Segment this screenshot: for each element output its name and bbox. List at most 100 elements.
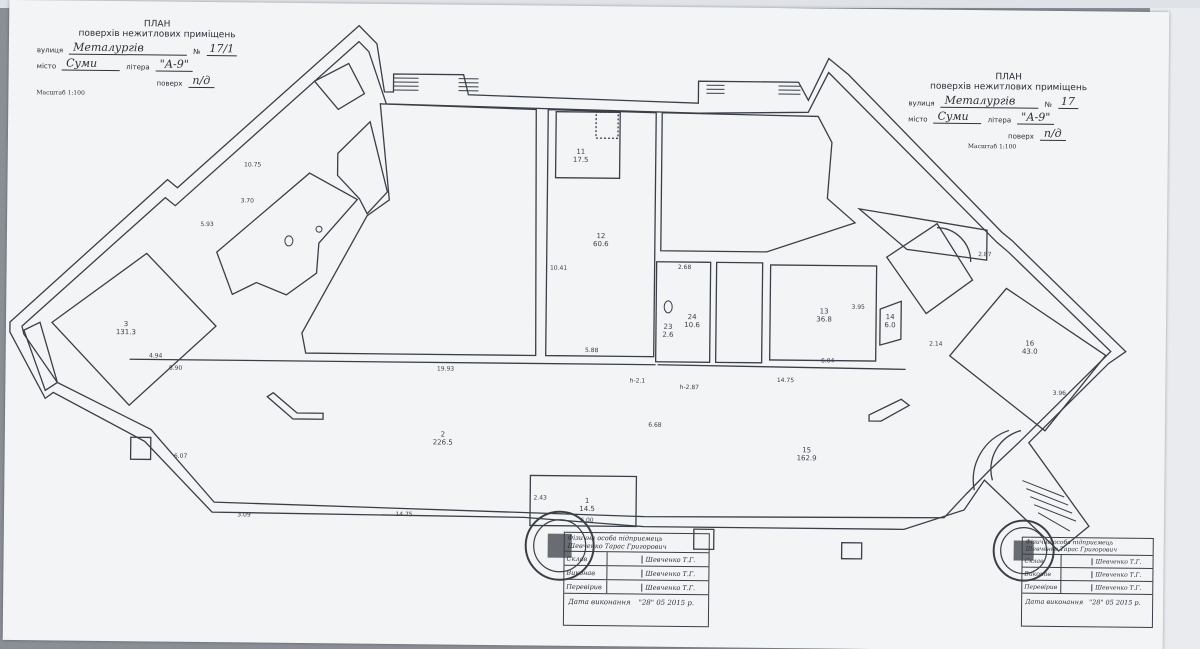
room-3-wall <box>51 252 217 407</box>
room-24-number: 24 <box>688 313 698 321</box>
room-wall <box>313 62 366 111</box>
signature-mark <box>606 552 642 566</box>
signature-name: Шевченко Т.Г. <box>641 555 696 564</box>
signature-name: Шевченко Т.Г. <box>1091 570 1142 579</box>
signature-mark <box>606 566 642 580</box>
room-14-area: 6.0 <box>884 321 895 329</box>
partition <box>657 364 906 370</box>
date-label: Дата виконання <box>1025 597 1084 607</box>
room-wall <box>885 222 974 315</box>
signature-heading: Шевченко Тарас Григорович <box>567 541 667 551</box>
stamp-ring <box>524 510 595 581</box>
dimension-label: 10.41 <box>550 265 567 272</box>
signature-block-left: Фізична особа підприємець Шевченко Тарас… <box>562 531 710 628</box>
date-value: "28" 05 2015 р. <box>638 598 695 608</box>
room-wall <box>215 172 359 296</box>
signature-role: Перевірив <box>1024 583 1058 591</box>
stamp-inner-ring <box>533 519 587 573</box>
dimension-label: 3.70 <box>241 197 255 204</box>
room-2-number: 2 <box>441 430 446 438</box>
dimension-label: 2.14 <box>929 341 943 348</box>
stamp-ring <box>992 519 1055 582</box>
signature-heading: Шевченко Тарас Григорович <box>1025 545 1118 554</box>
door-swing <box>937 227 972 263</box>
signature-mark <box>1060 580 1092 594</box>
signature-mark <box>1060 554 1092 568</box>
level-mark: h-2.87 <box>680 384 700 391</box>
stamp-right <box>992 519 1055 582</box>
column <box>840 542 863 560</box>
room-15-area: 162.9 <box>797 454 817 462</box>
room-wall <box>768 264 878 362</box>
toilet-icon <box>284 235 294 247</box>
stair-top-left <box>393 77 479 92</box>
dimension-label: 3.09 <box>237 511 251 518</box>
room-12-area: 60.6 <box>593 240 609 248</box>
counter <box>868 398 911 422</box>
dimension-label: 14.75 <box>395 511 412 518</box>
signature-mark <box>1060 567 1092 581</box>
partition <box>129 358 656 366</box>
dimension-label: 6.00 <box>580 517 594 524</box>
date-label: Дата виконання <box>568 597 631 607</box>
counter <box>266 391 324 420</box>
dimension-label: 2.87 <box>978 251 992 258</box>
dimension-label: 6.68 <box>648 422 662 429</box>
signature-name: Шевченко Т.Г. <box>1091 557 1142 566</box>
dimension-label: 3.95 <box>851 304 865 311</box>
room-wall <box>857 207 988 261</box>
dimension-label: 5.93 <box>200 221 214 228</box>
door-swing <box>972 429 1010 491</box>
signature-role: Склав <box>1024 557 1044 565</box>
room-16-area: 43.0 <box>1022 348 1038 356</box>
level-mark: h-2.1 <box>630 377 646 384</box>
stair-bottom-right <box>1022 480 1077 532</box>
stamp-center <box>547 533 572 558</box>
dimension-label: 19.93 <box>437 365 454 372</box>
background-document-edge <box>0 0 1200 8</box>
room-wall <box>301 103 537 357</box>
signature-name: Шевченко Т.Г. <box>641 583 696 592</box>
column <box>129 436 152 461</box>
dimension-label: 3.96 <box>1053 390 1067 397</box>
room-24-area: 10.6 <box>684 321 700 329</box>
room-wall <box>654 261 712 363</box>
stamp-center <box>1013 540 1034 561</box>
room-3-area: 131.3 <box>116 328 136 336</box>
room-1-wall <box>529 474 638 528</box>
room-wall <box>545 108 657 358</box>
room-2-area: 226.5 <box>433 438 453 446</box>
toilet-icon <box>663 300 673 314</box>
signature-role: Виконав <box>1024 570 1051 578</box>
corner-pier <box>23 321 59 392</box>
room-wall <box>714 261 764 364</box>
room-wall <box>948 287 1107 432</box>
room-13-area: 36.8 <box>816 315 832 323</box>
door-swing <box>990 429 1022 481</box>
stamp-left <box>524 510 595 581</box>
room-1-number: 1 <box>585 497 590 505</box>
floor-plan-sheet: ПЛАН поверхів нежитлових приміщень вулиц… <box>2 0 1170 649</box>
stair-top-right <box>706 84 801 95</box>
room-13-number: 13 <box>820 307 829 315</box>
date-value: "28" 05 2015 р. <box>1089 598 1141 607</box>
room-wall <box>554 111 621 179</box>
dimension-label: 4.94 <box>149 352 163 359</box>
dimension-label: 5.88 <box>585 347 599 354</box>
signature-name: Шевченко Т.Г. <box>641 569 696 578</box>
signature-role: Перевірив <box>566 582 602 591</box>
signature-name: Шевченко Т.Г. <box>1091 583 1142 592</box>
dimension-label: 2.43 <box>533 494 547 501</box>
signature-mark <box>606 580 642 594</box>
room-1-area: 14.5 <box>579 505 595 513</box>
room-14-number: 14 <box>886 313 896 321</box>
signature-role: Виконав <box>566 568 596 577</box>
outer-wall <box>9 24 1127 552</box>
dimension-label: 6.07 <box>174 453 188 460</box>
room-16-number: 16 <box>1025 340 1035 348</box>
outer-wall-inner <box>21 40 1112 519</box>
signature-block-right: Фізична особа підприємець Шевченко Тарас… <box>1020 536 1154 628</box>
room-wall <box>660 112 857 253</box>
floor-plan-drawing: 1 14.5 2 226.5 3 131.3 11 17.5 12 60.6 1… <box>9 24 1127 582</box>
